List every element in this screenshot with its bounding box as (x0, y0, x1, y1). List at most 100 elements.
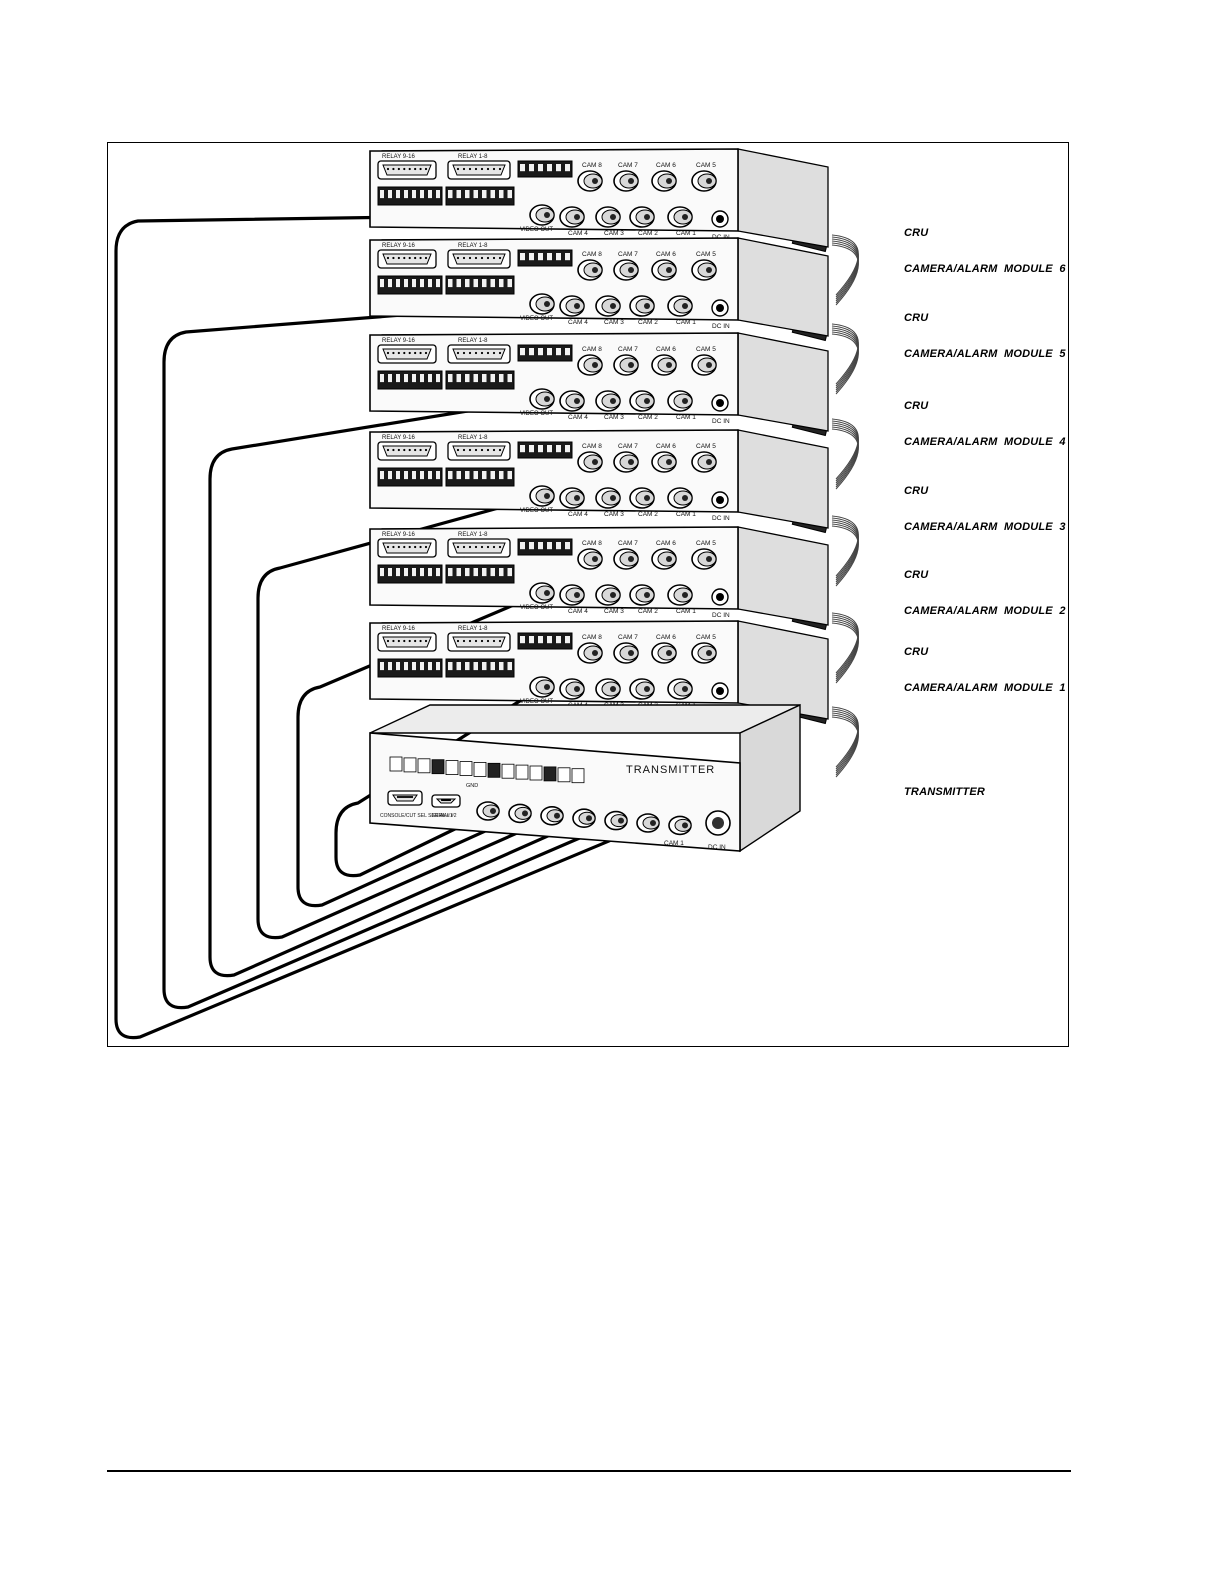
terminal-block-body (517, 632, 573, 650)
module-2-line1: CRU (904, 569, 929, 581)
terminal-slot (556, 164, 561, 172)
cam-2-bnc (629, 295, 655, 317)
dsub-pin (498, 448, 502, 452)
dsub-pin (480, 351, 484, 355)
relay-1-8-label: RELAY 1-8 (458, 154, 488, 160)
terminal-slot (490, 279, 495, 288)
alarm-terminal-a (377, 370, 443, 390)
cam-2-bnc (629, 487, 655, 509)
dsub-pin (419, 448, 422, 452)
cam-8-label: CAM 8 (582, 251, 602, 258)
dsub-pin (392, 351, 395, 355)
terminal-slot (529, 445, 534, 453)
dsub-pin (424, 351, 428, 355)
terminal-slot (538, 348, 543, 356)
serial-2-label: SERIAL #2 (432, 813, 457, 819)
dsub-pin (386, 256, 390, 260)
terminal-slot (456, 374, 461, 383)
cam-5-label: CAM 5 (696, 346, 716, 353)
dsub-pin (480, 545, 484, 549)
transmitter-label: TRANSMITTER (904, 786, 986, 798)
terminal-slot (538, 164, 543, 172)
dsub-pin (419, 351, 422, 355)
video-out-bnc (529, 676, 555, 698)
bnc-pin (628, 267, 634, 273)
terminal-slot (428, 471, 432, 480)
terminal-slot (388, 568, 392, 577)
terminal-slot (428, 279, 432, 288)
terminal-slot (507, 471, 512, 480)
module-6-label: CRU CAMERA/ALARM MODULE 6 (904, 203, 1066, 299)
transmitter-terminal (473, 762, 487, 777)
cam-4-label: CAM 4 (568, 230, 588, 237)
terminal-slot (420, 471, 424, 480)
cam-3-bnc (595, 295, 621, 317)
terminal-slot (420, 279, 424, 288)
ribbon-cable (831, 234, 859, 306)
bnc-pin (544, 590, 550, 596)
terminal-slot (473, 190, 478, 199)
dsub-pin (474, 545, 478, 549)
terminal-slot (556, 636, 561, 644)
cam-5-label: CAM 5 (696, 540, 716, 547)
dsub-pin (424, 545, 428, 549)
bnc-pin (706, 362, 712, 368)
terminal-slot (490, 662, 495, 671)
module-3-line1: CRU (904, 485, 929, 497)
cam-3-bnc (595, 390, 621, 412)
relay-9-16-connector (377, 249, 437, 269)
cam-1-label: CAM 1 (676, 511, 696, 518)
cam-8-bnc (577, 354, 603, 376)
cam-1-label: CAM 1 (676, 608, 696, 615)
terminal-slot (482, 471, 487, 480)
dsub-pin (498, 545, 502, 549)
dsub-pin (468, 545, 472, 549)
dsub-pin (397, 167, 400, 171)
dsub-pin (403, 351, 406, 355)
bnc-pin (544, 301, 550, 307)
transmitter-bnc-4 (572, 808, 596, 829)
terminal-slot (404, 662, 408, 671)
bnc-pin (586, 815, 592, 822)
dsub-pin (462, 639, 466, 643)
dsub-pin (419, 167, 422, 171)
bnc-pin (682, 686, 688, 692)
terminal-slot (404, 374, 408, 383)
dc-in-pin (716, 215, 724, 223)
dsub-pin (480, 256, 484, 260)
terminal-slot (507, 374, 512, 383)
terminal-block-body (517, 344, 573, 362)
alarm-terminal-b (445, 370, 515, 390)
terminal-slot (565, 445, 570, 453)
bnc-pin (682, 822, 688, 829)
terminal-slot (556, 348, 561, 356)
cam-6-label: CAM 6 (656, 540, 676, 547)
terminal-slot (520, 636, 525, 644)
relay-1-8-label: RELAY 1-8 (458, 532, 488, 538)
dsub-pin (408, 795, 412, 799)
dsub-pin (424, 448, 428, 452)
terminal-slot (538, 542, 543, 550)
ribbon-cable (831, 706, 859, 778)
cam-6-bnc (651, 170, 677, 192)
terminal-slot (380, 374, 384, 383)
terminal-slot (529, 348, 534, 356)
terminal-slot (456, 279, 461, 288)
terminal-slot (565, 636, 570, 644)
relay-9-16-connector (377, 538, 437, 558)
cam-3-bnc (595, 584, 621, 606)
terminal-slot (436, 662, 440, 671)
terminal-slot (507, 279, 512, 288)
dsub-face (382, 253, 432, 265)
dsub-face (382, 542, 432, 554)
module-6-line1: CRU (904, 227, 929, 239)
dsub-pin (480, 639, 484, 643)
dsub-pin (386, 545, 390, 549)
dsub-pin (408, 167, 411, 171)
transmitter-bnc-5 (540, 805, 564, 826)
relay-9-16-connector (377, 344, 437, 364)
terminal-slot (448, 471, 453, 480)
terminal-slot (499, 662, 504, 671)
terminal-slot (499, 374, 504, 383)
transmitter-bnc-1 (668, 815, 692, 836)
